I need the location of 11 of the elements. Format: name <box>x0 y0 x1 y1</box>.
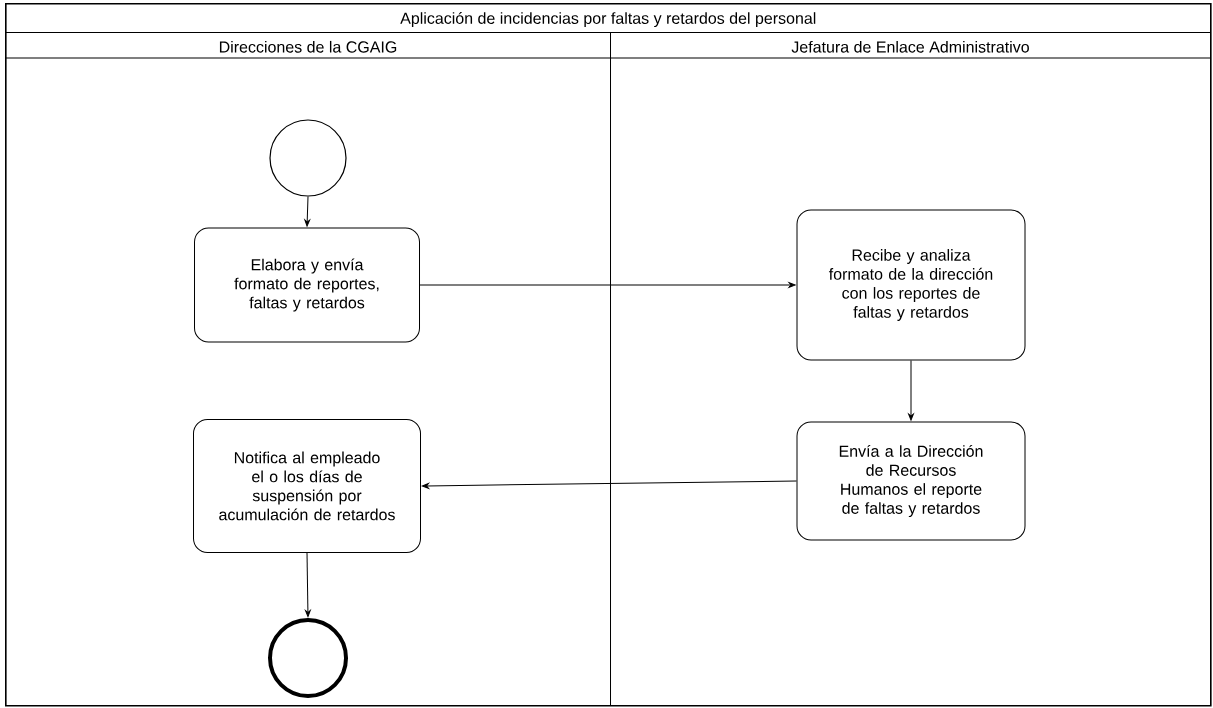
process-box: Elabora y envía formato de reportes, faltas y retardos <box>194 227 420 343</box>
arrow <box>908 360 914 421</box>
end-event-circle <box>268 618 348 698</box>
process-box: Notifica al empleado el o los días de suspensión por acumulación de retardos <box>193 419 421 553</box>
arrow <box>305 552 311 618</box>
process-box: Envía a la Dirección de Recursos Humanos el reporte de faltas y retardos <box>796 421 1026 541</box>
arrow <box>421 480 797 489</box>
start-event-circle <box>269 119 347 197</box>
process-box: Recibe y analiza formato de la dirección con los reportes de faltas y retardos <box>796 209 1026 361</box>
arrow <box>419 282 796 288</box>
arrow <box>304 196 311 227</box>
